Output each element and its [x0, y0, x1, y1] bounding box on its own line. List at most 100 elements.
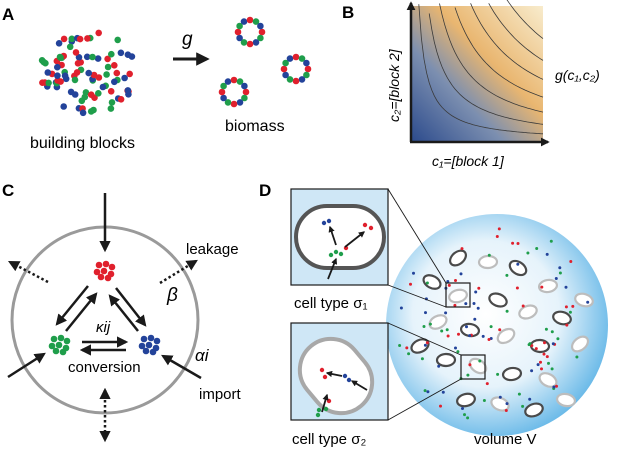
building-block: [124, 51, 132, 58]
biomass-block: [241, 82, 248, 90]
contour-line: [439, 3, 544, 113]
volume-block: [474, 290, 478, 294]
inset-1-cell: [294, 204, 386, 270]
building-block: [85, 69, 92, 77]
building-block: [79, 109, 87, 117]
block-group-dot: [108, 263, 116, 271]
building-block: [103, 71, 110, 78]
biomass-block: [241, 94, 248, 102]
volume-cell: [518, 304, 538, 320]
biomass-block: [298, 76, 306, 83]
volume-cell: [428, 314, 448, 330]
volume-block: [495, 235, 499, 238]
contour-lines: [418, 0, 544, 135]
biomass-block: [236, 78, 244, 85]
volume-block: [552, 385, 556, 389]
building-block: [107, 105, 115, 112]
inset-1-block: [338, 251, 344, 257]
block-group-dot: [145, 341, 153, 349]
connector-1b: [387, 284, 447, 308]
volume-block: [399, 306, 403, 310]
volume-block: [447, 283, 451, 287]
biomass-block: [218, 88, 226, 96]
volume-block: [426, 390, 430, 394]
volume-block: [425, 341, 429, 345]
biomass-block: [298, 55, 306, 62]
volume-block: [439, 404, 442, 408]
inset-2-cell: [297, 336, 375, 416]
building-block: [95, 90, 102, 97]
building-block: [39, 79, 46, 86]
block-group-dot: [153, 337, 161, 345]
building-blocks-caption: building blocks: [30, 135, 135, 152]
volume-block: [487, 253, 491, 257]
volume-block: [536, 363, 540, 367]
block-group-dot: [104, 274, 112, 282]
volume-block: [477, 286, 481, 290]
volume-block: [468, 363, 472, 367]
building-block: [99, 83, 107, 91]
biomass-block: [220, 94, 227, 102]
contour-line: [488, 3, 544, 61]
building-block: [75, 54, 83, 61]
panel-c: C leakage β κij αi conversion import: [2, 181, 242, 443]
import-arrow-left: [7, 352, 46, 379]
biomass-block: [304, 65, 312, 73]
volume-block: [549, 239, 553, 243]
volume-block: [465, 325, 468, 329]
volume-block: [478, 359, 482, 363]
import-label: import: [199, 386, 242, 403]
panel-c-letter: C: [2, 181, 14, 200]
biomass-caption: biomass: [225, 118, 285, 135]
contour-line: [470, 3, 544, 80]
building-block: [108, 99, 116, 106]
volume-block: [407, 352, 411, 356]
volume-block: [551, 342, 555, 346]
building-block: [60, 103, 67, 110]
connector-2a: [387, 322, 462, 356]
volume-block: [422, 325, 426, 328]
building-block: [83, 53, 91, 61]
volume-cell: [524, 402, 544, 418]
volume-block: [440, 329, 444, 333]
building-block: [71, 91, 79, 98]
building-block: [95, 74, 103, 81]
biomass-block: [286, 76, 294, 83]
volume-block: [558, 266, 562, 270]
volume-block: [472, 302, 476, 305]
panel-b: B c₂=[block 2] c₁=[block 1] g(c₁,c₂): [342, 0, 600, 169]
building-block: [107, 88, 115, 95]
building-block: [54, 72, 61, 79]
volume-block: [468, 334, 472, 338]
volume-block: [547, 361, 550, 365]
block-group-dot: [93, 268, 101, 276]
volume-block: [558, 271, 562, 275]
inset-1-block: [333, 249, 339, 255]
building-block: [124, 87, 132, 94]
contour-line: [506, 0, 544, 39]
conversion-blue-to-red: [108, 294, 139, 332]
cell-type-1-label: cell type σ₁: [294, 295, 368, 312]
biomass-block: [230, 76, 238, 84]
building-block: [87, 91, 95, 98]
building-block: [56, 53, 64, 61]
conversion-red-to-blue: [115, 287, 147, 327]
volume-block: [473, 317, 477, 321]
building-block: [108, 50, 115, 58]
volume-cell: [501, 366, 523, 382]
building-block: [104, 55, 111, 63]
building-block: [71, 76, 79, 84]
volume-block: [497, 227, 501, 231]
block-group-dot: [52, 347, 60, 355]
g-function-label: g(c₁,c₂): [555, 67, 600, 83]
biomass-block: [303, 59, 310, 67]
volume-block: [530, 369, 534, 373]
volume-block: [482, 399, 486, 402]
building-block: [55, 40, 63, 47]
volume-block: [485, 382, 489, 386]
biomass-block: [257, 22, 264, 30]
volume-block: [444, 311, 448, 315]
connector-1a: [387, 188, 447, 284]
building-block: [111, 62, 118, 69]
volume-block: [423, 343, 427, 347]
